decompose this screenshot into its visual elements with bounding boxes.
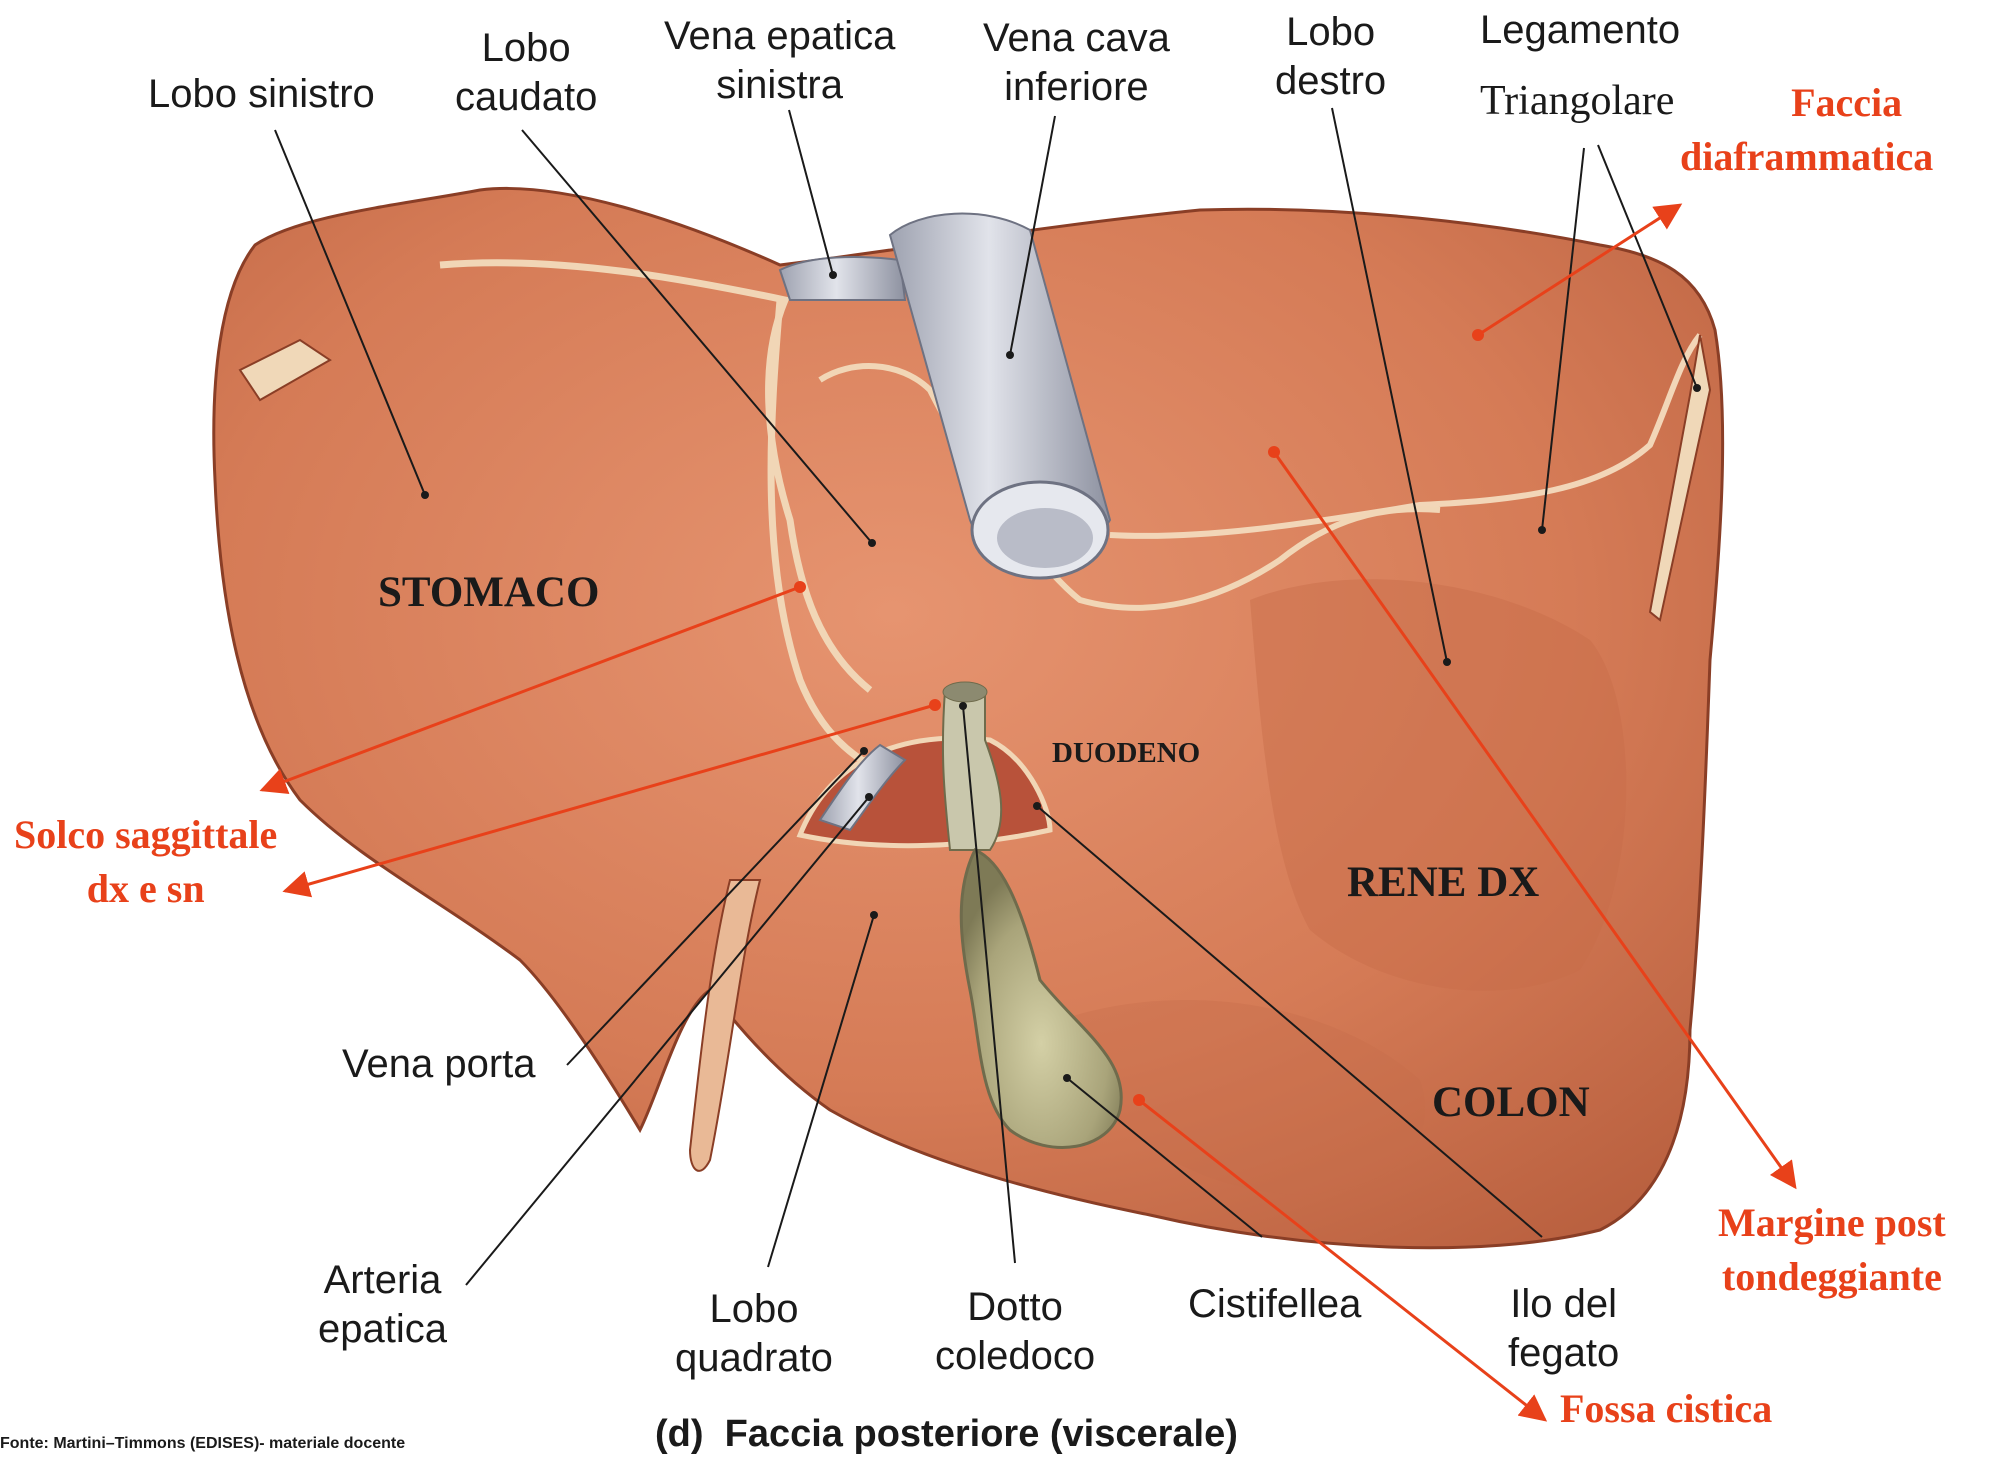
organ-text: DUODENO [1052, 737, 1200, 769]
label-line: Arteria [318, 1256, 447, 1305]
label-text: Triangolare [1480, 78, 1674, 124]
label-vena-porta: Vena porta [342, 1040, 536, 1089]
annotation-fossa-cistica: Fossa cistica [1560, 1382, 1772, 1436]
label-line: Lobo [675, 1285, 833, 1334]
label-line: Ilo del [1508, 1280, 1619, 1329]
label-line: epatica [318, 1305, 447, 1354]
label-vena-cava-inferiore: Vena cava inferiore [983, 14, 1170, 112]
label-line: Vena epatica [664, 12, 895, 61]
label-vena-epatica-sinistra: Vena epatica sinistra [664, 12, 895, 110]
label-lobo-sinistro: Lobo sinistro [148, 70, 375, 119]
label-ilo-del-fegato: Ilo del fegato [1508, 1280, 1619, 1378]
figure-caption: (d) Faccia posteriore (viscerale) [655, 1413, 1238, 1456]
label-line: Vena cava [983, 14, 1170, 63]
label-line: fegato [1508, 1329, 1619, 1378]
label-line: quadrato [675, 1334, 833, 1383]
label-dotto-coledoco: Dotto coledoco [935, 1283, 1095, 1381]
organ-label-colon: COLON [1432, 1078, 1590, 1127]
left-hepatic-vein [780, 257, 905, 300]
caption-text: (d) Faccia posteriore (viscerale) [655, 1413, 1238, 1455]
label-lobo-quadrato: Lobo quadrato [675, 1285, 833, 1383]
label-line: destro [1275, 57, 1386, 106]
label-lobo-caudato: Lobo caudato [455, 24, 597, 122]
label-line: inferiore [983, 63, 1170, 112]
label-line: Dotto [935, 1283, 1095, 1332]
annotation-text: Fossa cistica [1560, 1386, 1772, 1431]
organ-label-stomaco: STOMACO [378, 568, 599, 617]
source-credit: Fonte: Martini–Timmons (EDISES)- materia… [0, 1435, 405, 1453]
label-line: sinistra [664, 61, 895, 110]
label-text: Legamento [1480, 8, 1680, 52]
label-cistifellea: Cistifellea [1188, 1280, 1361, 1329]
label-text: Lobo sinistro [148, 72, 375, 116]
annotation-faccia-diaframmatica: Faccia diaframmatica [1680, 76, 1933, 184]
label-line: caudato [455, 73, 597, 122]
source-text: Fonte: Martini–Timmons (EDISES)- materia… [0, 1435, 405, 1452]
annotation-line: diaframmatica [1680, 130, 1933, 184]
organ-label-duodeno: DUODENO [1052, 737, 1200, 770]
label-arteria-epatica: Arteria epatica [318, 1256, 447, 1354]
annotation-line: tondeggiante [1718, 1250, 1946, 1304]
label-line: Lobo [455, 24, 597, 73]
label-triangolare: Triangolare [1480, 76, 1674, 127]
label-lobo-destro: Lobo destro [1275, 8, 1386, 106]
annotation-line: dx e sn [14, 862, 277, 916]
organ-text: COLON [1432, 1079, 1590, 1126]
organ-text: STOMACO [378, 569, 599, 616]
label-line: Lobo [1275, 8, 1386, 57]
ivc-lumen-inner [997, 508, 1093, 568]
organ-label-rene-dx: RENE DX [1347, 858, 1539, 907]
label-line: coledoco [935, 1332, 1095, 1381]
label-legamento: Legamento [1480, 6, 1680, 55]
annotation-line: Solco saggittale [14, 808, 277, 862]
bile-duct-opening [943, 682, 987, 702]
annotation-line: Faccia [1760, 76, 1933, 130]
annotation-margine-post: Margine post tondeggiante [1718, 1196, 1946, 1304]
annotation-solco-saggittale: Solco saggittale dx e sn [14, 808, 277, 916]
label-text: Cistifellea [1188, 1282, 1361, 1326]
label-text: Vena porta [342, 1042, 536, 1086]
annotation-line: Margine post [1718, 1196, 1946, 1250]
organ-text: RENE DX [1347, 859, 1539, 906]
